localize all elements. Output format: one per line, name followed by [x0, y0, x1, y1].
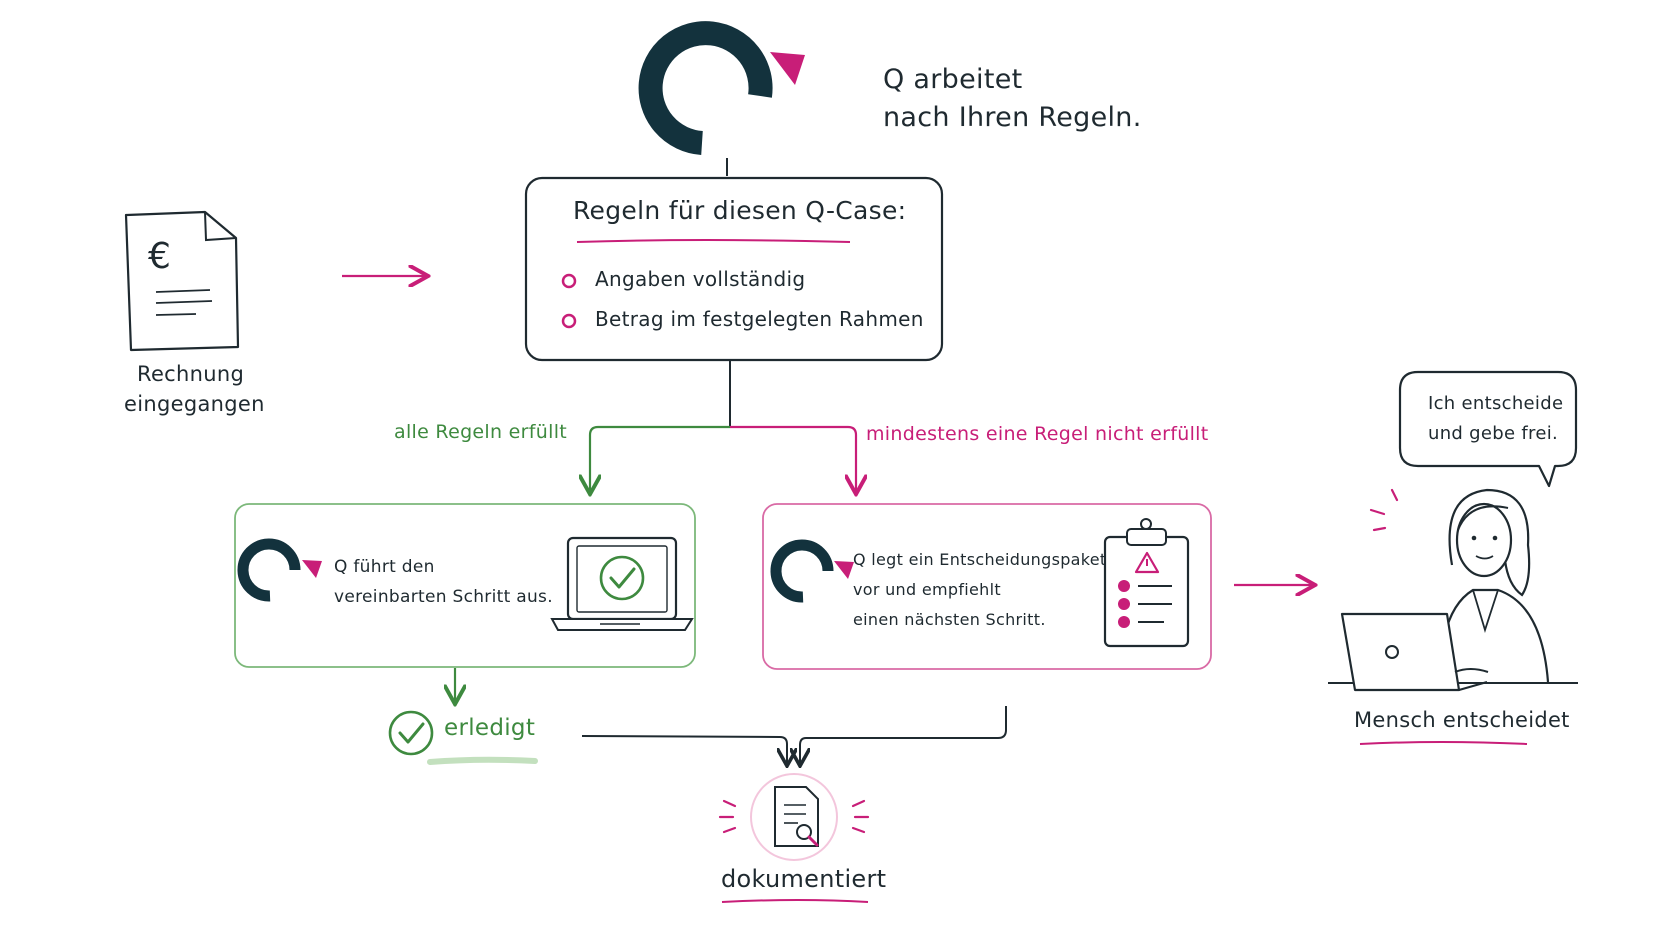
success-text-line-2: vereinbarten Schritt aus.	[334, 587, 553, 607]
document-search-icon	[750, 773, 838, 861]
rule-bullet	[561, 273, 577, 289]
success-condition-label: alle Regeln erfüllt	[394, 421, 568, 443]
tagline-line-2: nach Ihren Regeln.	[883, 102, 1142, 133]
documented-label: dokumentiert	[721, 865, 887, 893]
invoice-currency-symbol: €	[148, 236, 172, 277]
person-laptop-icon	[1328, 488, 1578, 692]
failure-box	[762, 503, 1212, 670]
trigger-label-line-1: Rechnung	[137, 362, 245, 386]
failure-text-line-2: vor und empfiehlt	[853, 580, 1001, 599]
documented-underline	[721, 899, 869, 903]
failure-condition-label: mindestens eine Regel nicht erfüllt	[866, 423, 1209, 445]
tagline-line-1: Q arbeitet	[883, 64, 1023, 95]
failure-text-line-1: Q legt ein Entscheidungspaket	[853, 550, 1107, 569]
rule-item-1: Angaben vollständig	[595, 267, 806, 291]
rules-title: Regeln für diesen Q-Case:	[573, 196, 907, 225]
connector-success-to-documented	[581, 735, 787, 764]
speech-line-1: Ich entscheide	[1428, 393, 1564, 414]
failure-text-line-3: einen nächsten Schritt.	[853, 610, 1046, 629]
rule-bullet	[561, 313, 577, 329]
rules-title-underline	[576, 239, 851, 243]
success-result-label: erledigt	[444, 715, 536, 741]
trigger-label-line-2: eingegangen	[124, 392, 265, 416]
connector-failure-to-documented	[800, 706, 1007, 764]
human-label: Mensch entscheidet	[1354, 708, 1570, 732]
arrow-success-branch	[590, 425, 730, 492]
speech-line-2: und gebe frei.	[1428, 423, 1559, 444]
sparkle-marks	[718, 799, 870, 834]
rule-item-2: Betrag im festgelegten Rahmen	[595, 307, 924, 331]
q-logo-small	[770, 539, 854, 603]
done-underline	[427, 756, 538, 765]
q-logo-main	[638, 21, 805, 155]
laptop-check-icon	[550, 536, 694, 631]
done-check-icon	[388, 710, 434, 756]
speech-bubble	[1398, 370, 1578, 488]
rules-box	[524, 176, 944, 362]
q-logo-small	[237, 538, 322, 602]
invoice-euro-icon	[124, 210, 240, 352]
human-underline	[1359, 741, 1528, 745]
clipboard-warning-icon	[1103, 518, 1190, 648]
success-text-line-1: Q führt den	[334, 557, 435, 577]
arrow-failure-branch	[730, 425, 856, 492]
